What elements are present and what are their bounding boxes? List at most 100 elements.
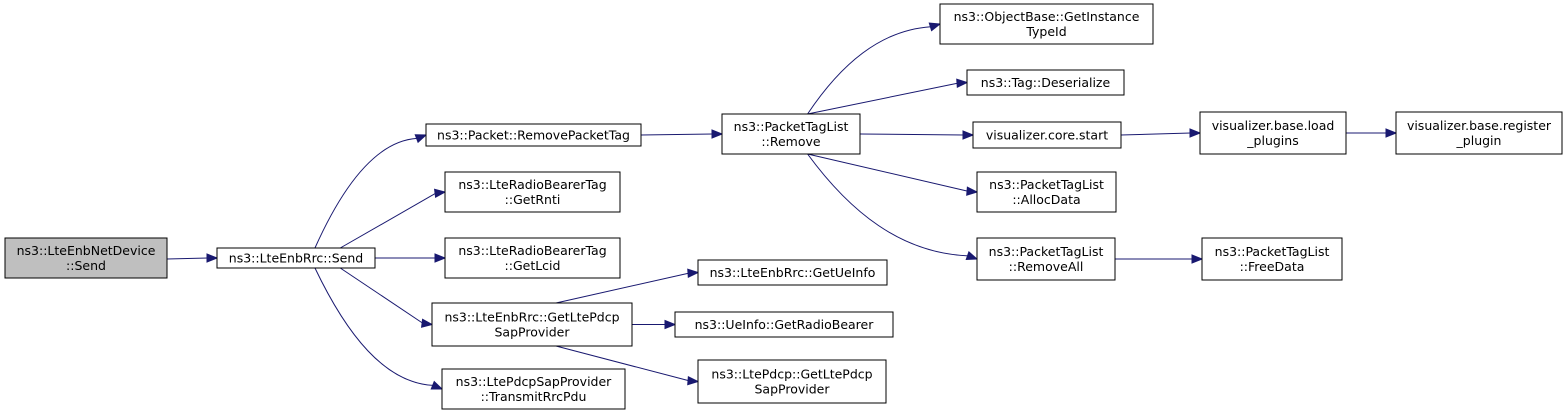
graph-edge — [1120, 132, 1192, 136]
arrowhead — [928, 22, 942, 32]
node-box — [966, 69, 1125, 96]
node-label: ::GetLcid — [505, 258, 561, 273]
arrowhead — [966, 186, 979, 196]
node-box — [216, 247, 376, 269]
node-label: ns3::LteEnbNetDevice — [17, 243, 156, 258]
graph-node[interactable]: ns3::PacketTagList::RemoveAll — [976, 237, 1116, 281]
graph-edge — [314, 137, 418, 249]
node-label: ::FreeData — [1240, 259, 1305, 274]
arrowhead — [1191, 254, 1204, 264]
node-label: _plugins — [1246, 133, 1298, 148]
node-box — [697, 359, 887, 404]
arrowhead — [414, 134, 428, 144]
node-label: visualizer.base.register — [1407, 118, 1552, 133]
node-label: ns3::Packet::RemovePacketTag — [437, 128, 630, 143]
graph-node[interactable]: visualizer.core.start — [972, 121, 1122, 149]
graph-node[interactable]: ns3::PacketTagList::Remove — [721, 113, 861, 155]
node-box — [976, 237, 1116, 281]
arrowhead — [434, 253, 447, 263]
arrowhead — [206, 253, 219, 263]
graph-node[interactable]: ns3::LteRadioBearerTag::GetRnti — [444, 171, 621, 213]
node-label: ::AllocData — [1012, 192, 1080, 207]
graph-node[interactable]: ns3::LtePdcpSapProvider::TransmitRrcPdu — [441, 368, 626, 410]
graph-node[interactable]: ns3::LteEnbRrc::Send — [216, 247, 376, 269]
graph-edge — [807, 26, 932, 115]
graph-node[interactable]: ns3::LteEnbRrc::GetUeInfo — [697, 259, 888, 286]
edges-layer — [166, 22, 1398, 390]
graph-edge — [555, 272, 690, 304]
graph-edge — [807, 153, 969, 257]
graph-node[interactable]: ns3::Packet::RemovePacketTag — [425, 123, 642, 147]
node-box — [431, 302, 633, 347]
node-label: ::RemoveAll — [1009, 259, 1084, 274]
graph-edge — [339, 267, 424, 324]
node-label: ns3::ObjectBase::GetInstance — [954, 9, 1140, 24]
node-box — [1201, 237, 1343, 281]
node-label: ns3::LtePdcp::GetLtePdcp — [711, 367, 872, 382]
node-label: ns3::UeInfo::GetRadioBearer — [695, 317, 875, 332]
arrowhead — [433, 188, 447, 198]
node-label: ns3::PacketTagList — [989, 177, 1104, 192]
graph-edge — [314, 267, 434, 386]
graph-edge — [166, 257, 209, 260]
node-label: ns3::LteEnbRrc::Send — [229, 251, 363, 266]
node-label: ::TransmitRrcPdu — [481, 389, 587, 404]
arrowhead — [687, 375, 700, 386]
node-label: ns3::LteEnbRrc::GetLtePdcp — [444, 310, 619, 325]
node-label: ns3::PacketTagList — [989, 244, 1104, 259]
arrowhead — [687, 268, 700, 278]
node-box — [425, 123, 642, 147]
graph-node[interactable]: visualizer.base.register_plugin — [1395, 111, 1563, 155]
arrowhead — [664, 319, 677, 330]
node-box — [972, 121, 1122, 149]
graph-edge — [339, 192, 437, 249]
graph-node[interactable]: ns3::UeInfo::GetRadioBearer — [674, 311, 894, 338]
graph-node[interactable]: ns3::LteRadioBearerTag::GetLcid — [444, 237, 621, 279]
node-label: SapProvider — [755, 382, 831, 397]
arrowhead — [420, 318, 434, 328]
graph-edge — [859, 133, 965, 136]
arrowhead — [965, 251, 979, 261]
node-label: _plugin — [1456, 133, 1502, 148]
node-label: ::GetRnti — [505, 192, 561, 207]
node-label: ::Send — [66, 258, 106, 273]
node-label: ns3::LteRadioBearerTag — [458, 243, 606, 258]
arrowhead — [1189, 128, 1202, 138]
node-label: ns3::LtePdcpSapProvider — [456, 374, 613, 389]
node-label: ns3::PacketTagList — [734, 119, 849, 134]
node-label: TypeId — [1025, 24, 1066, 39]
node-box — [444, 171, 621, 213]
node-box — [721, 113, 861, 155]
graph-node[interactable]: ns3::PacketTagList::FreeData — [1201, 237, 1343, 281]
node-label: SapProvider — [495, 325, 571, 340]
node-box — [1395, 111, 1563, 155]
node-label: ::Remove — [761, 134, 820, 149]
graph-edge — [807, 82, 959, 115]
node-label: ns3::PacketTagList — [1215, 244, 1330, 259]
arrowhead — [956, 78, 969, 88]
node-box — [697, 259, 888, 286]
node-label: ns3::LteEnbRrc::GetUeInfo — [710, 265, 876, 280]
graph-node[interactable]: ns3::PacketTagList::AllocData — [976, 171, 1117, 213]
node-label: ns3::Tag::Deserialize — [981, 75, 1111, 90]
graph-node[interactable]: ns3::Tag::Deserialize — [966, 69, 1125, 96]
graph-edge — [807, 153, 969, 192]
graph-node[interactable]: visualizer.base.load_plugins — [1199, 111, 1347, 155]
node-box — [939, 3, 1154, 45]
node-box — [674, 311, 894, 338]
node-box — [1199, 111, 1347, 155]
graph-edge — [555, 345, 690, 382]
graph-node[interactable]: ns3::LteEnbNetDevice::Send — [4, 237, 168, 279]
arrowhead — [962, 130, 975, 140]
arrowhead — [711, 129, 724, 139]
arrowhead — [430, 380, 444, 390]
node-box — [976, 171, 1117, 213]
node-box — [441, 368, 626, 410]
graph-edge — [640, 133, 714, 136]
node-label: visualizer.base.load — [1212, 118, 1335, 133]
